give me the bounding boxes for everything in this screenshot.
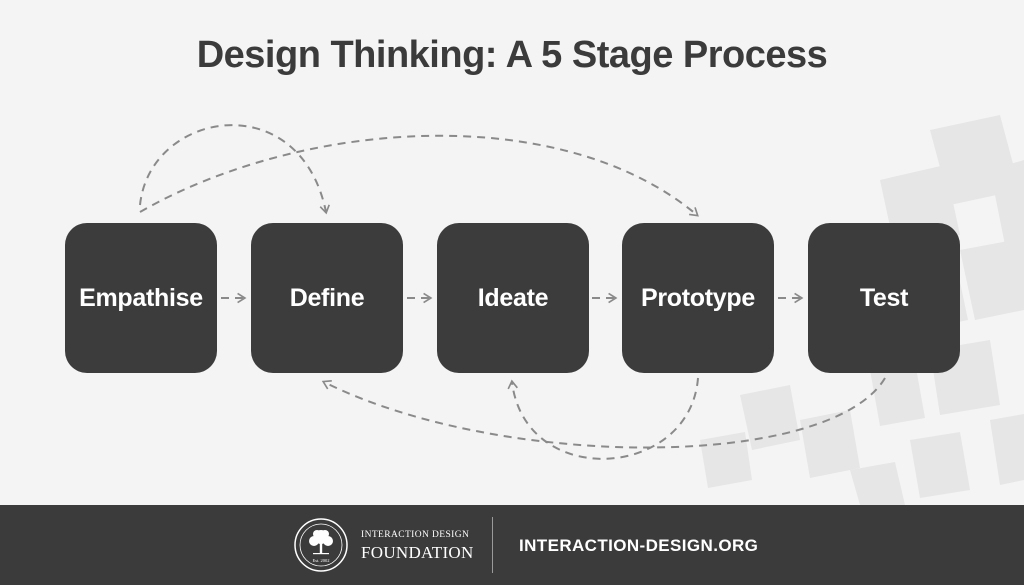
stage-label: Define (289, 283, 365, 312)
stage-label: Test (859, 283, 909, 312)
stage-label: Empathise (79, 283, 203, 312)
footer-bar: Est. 2002 INTERACTION DESIGN FOUNDATION … (0, 505, 1024, 585)
stage-box-empathise: Empathise (65, 223, 217, 373)
foundation-logo-icon: Est. 2002 (294, 518, 348, 572)
website-link[interactable]: INTERACTION-DESIGN.ORG (519, 536, 759, 555)
diagram-canvas: Design Thinking: A 5 Stage Process Empat… (65, 34, 1024, 505)
diagram-title: Design Thinking: A 5 Stage Process (196, 34, 828, 76)
arrow-test-to-define (321, 377, 886, 449)
stage-label: Ideate (477, 283, 549, 312)
arrow-empathise-to-define (139, 124, 330, 215)
stage-box-define: Define (251, 223, 403, 373)
logo-est-text: Est. 2002 (312, 558, 329, 563)
stage-box-prototype: Prototype (622, 223, 774, 373)
flow-arrows (139, 124, 886, 460)
arrow-empathise-to-prototype (139, 134, 699, 217)
org-name-line1: INTERACTION DESIGN (361, 530, 470, 540)
stage-box-test: Test (808, 223, 960, 373)
arrow-prototype-to-ideate (507, 377, 699, 460)
footer-divider (492, 517, 493, 573)
org-name-line2: FOUNDATION (361, 542, 474, 562)
stage-label: Prototype (641, 283, 755, 312)
org-name: INTERACTION DESIGN FOUNDATION (361, 530, 474, 562)
stage-box-ideate: Ideate (437, 223, 589, 373)
